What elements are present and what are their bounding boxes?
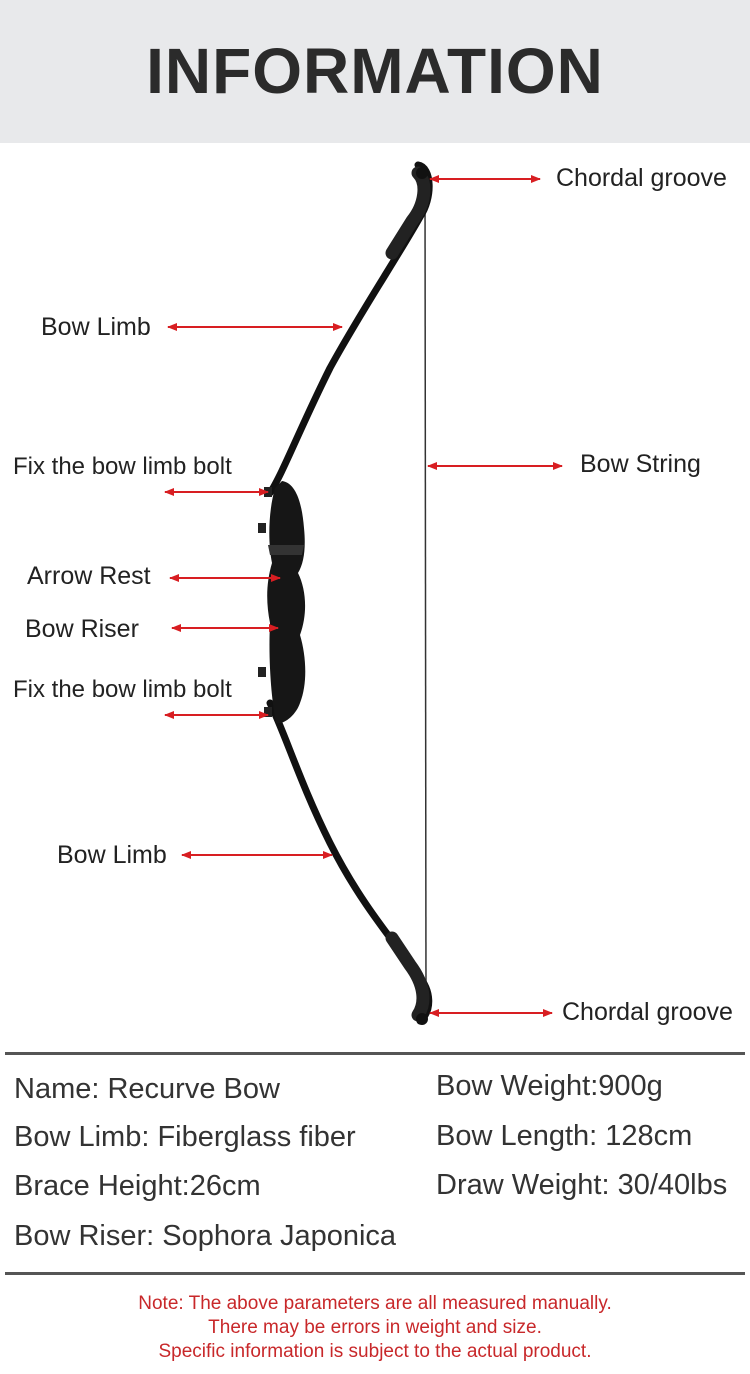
limb-bolt-bottom-1-icon — [258, 667, 266, 677]
bow-riser-shape — [267, 481, 306, 724]
bow-illustration — [164, 161, 563, 1025]
spec-bow-length: Bow Length: 128cm — [436, 1120, 693, 1152]
page-title: INFORMATION — [146, 35, 604, 107]
upper-limb-shape — [266, 161, 433, 497]
bow-diagram: Chordal groove Bow Limb Fix the bow limb… — [0, 143, 750, 1048]
spec-bow-weight: Bow Weight:900g — [436, 1070, 663, 1102]
label-bow-riser: Bow Riser — [25, 615, 139, 643]
spec-name: Name: Recurve Bow — [14, 1073, 280, 1105]
divider-bottom — [5, 1272, 745, 1275]
label-arrow-rest: Arrow Rest — [27, 562, 151, 590]
spec-list: Name: Recurve Bow Bow Limb: Fiberglass f… — [0, 1060, 750, 1270]
note-line-3: Specific information is subject to the a… — [158, 1341, 592, 1362]
lower-nock-icon — [416, 1013, 428, 1025]
label-chordal-groove-top: Chordal groove — [556, 164, 727, 192]
label-chordal-groove-bottom: Chordal groove — [562, 998, 733, 1026]
label-bow-string: Bow String — [580, 450, 701, 478]
divider-top — [5, 1052, 745, 1055]
spec-bow-riser: Bow Riser: Sophora Japonica — [14, 1220, 397, 1252]
upper-nock-icon — [416, 167, 428, 179]
label-fix-bolt-bottom: Fix the bow limb bolt — [13, 676, 232, 703]
label-fix-bolt-top: Fix the bow limb bolt — [13, 453, 232, 480]
header-banner: INFORMATION — [0, 0, 750, 143]
limb-bolt-top-2-icon — [258, 523, 266, 533]
spec-draw-weight: Draw Weight: 30/40lbs — [436, 1169, 728, 1201]
note-line-1: Note: The above parameters are all measu… — [138, 1293, 612, 1314]
note-line-2: There may be errors in weight and size. — [208, 1317, 542, 1338]
lower-limb-shape — [266, 699, 433, 1025]
lower-limb-tip-sleeve — [385, 931, 430, 1022]
label-bow-limb-top: Bow Limb — [41, 313, 151, 341]
label-bow-limb-bottom: Bow Limb — [57, 841, 167, 869]
bow-string-line — [424, 180, 427, 1006]
riser-shelf-band — [268, 545, 304, 555]
spec-bow-limb: Bow Limb: Fiberglass fiber — [14, 1121, 356, 1153]
spec-brace-height: Brace Height:26cm — [14, 1170, 261, 1202]
